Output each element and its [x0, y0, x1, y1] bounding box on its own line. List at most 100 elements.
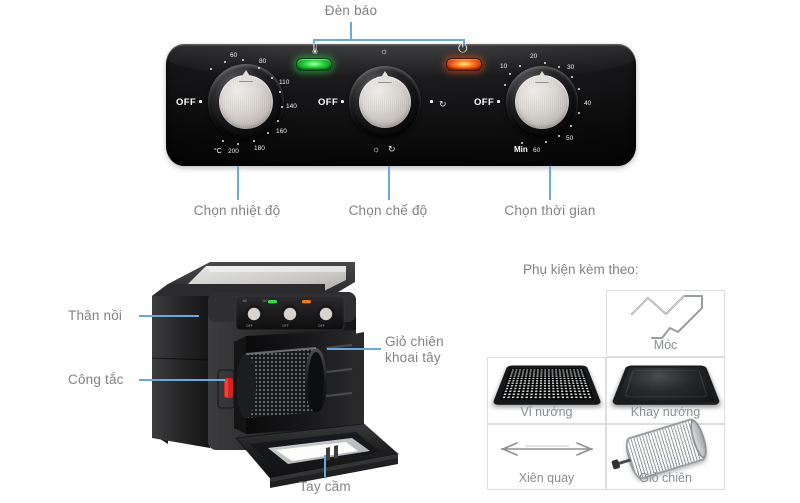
accessory-cell-grill-rack[interactable]: Vỉ nướng	[487, 357, 606, 424]
temperature-off-label: OFF	[176, 97, 197, 108]
fry-drum	[236, 347, 327, 418]
mode-off-dot	[341, 100, 344, 103]
temp-tick	[279, 91, 281, 93]
temperature-dial[interactable]	[208, 64, 284, 140]
temp-tick	[237, 143, 239, 145]
temp-tick	[267, 132, 269, 134]
timer-tick	[558, 135, 560, 137]
power-indicator	[446, 58, 482, 71]
callout-fry-basket-line1: Giỏ chiên	[385, 334, 444, 349]
accessory-cell-bake-tray[interactable]: Khay nướng	[606, 357, 725, 424]
accessory-label-hook: Móc	[653, 338, 678, 352]
temp-scale-60: 60	[230, 52, 238, 59]
accessories-section: Phụ kiện kèm theo: Móc Vỉ nướng	[487, 262, 725, 492]
indicator-callout-stem	[350, 22, 352, 40]
temperature-dial-cap	[219, 75, 273, 129]
timer-dial-cap	[515, 75, 569, 129]
timer-scale-50: 50	[566, 135, 574, 142]
timer-unit-label: Min	[514, 145, 528, 154]
callout-handle: Tay cầm	[299, 479, 351, 494]
callout-temperature: Chọn nhiệt độ	[193, 203, 281, 218]
accessory-label-fry-basket: Giỏ chiên	[639, 471, 692, 485]
temperature-off-dot	[199, 100, 202, 103]
timer-tick	[504, 84, 506, 86]
accessory-cell-skewer[interactable]: Xiên quay	[487, 424, 606, 490]
svg-text:OFF: OFF	[246, 324, 253, 328]
timer-scale-10: 10	[500, 63, 508, 70]
body-callout-line	[139, 315, 199, 317]
mode-right-dot	[430, 100, 433, 103]
skewer-icon	[500, 441, 593, 456]
timer-tick	[521, 142, 523, 144]
mode-dial[interactable]	[349, 66, 421, 138]
callout-indicator-lights: Đèn báo	[324, 3, 378, 18]
fry-basket-callout-line	[327, 348, 381, 350]
handle-callout-line	[324, 455, 326, 477]
svg-text:OFF: OFF	[318, 324, 325, 328]
fry-basket-art	[607, 416, 724, 481]
bake-tray-icon	[610, 365, 721, 405]
accessory-cell-fry-basket[interactable]: Giỏ chiên	[606, 416, 725, 490]
hook-art	[607, 294, 724, 339]
timer-scale-60: 60	[533, 147, 541, 154]
temp-tick	[258, 67, 260, 69]
accessories-title: Phụ kiện kèm theo:	[523, 262, 639, 277]
timer-tick	[544, 62, 546, 64]
timer-dial[interactable]	[506, 66, 578, 138]
bake-tray-art	[607, 361, 724, 405]
temperature-callout-line	[237, 166, 239, 200]
temperature-unit-label: °C	[214, 148, 222, 155]
air-fryer-oven-illustration: 60 110 OFF OFF OFF	[150, 248, 400, 498]
timer-tick	[578, 88, 580, 90]
callout-fry-basket: Giỏ chiên khoai tây	[385, 334, 444, 367]
timer-dial-pointer	[535, 71, 549, 82]
callout-mode: Chọn chế độ	[348, 203, 428, 218]
timer-tick	[571, 76, 573, 78]
mode-dial-pointer	[378, 71, 392, 82]
heating-indicator	[296, 58, 332, 71]
accessory-cell-hook[interactable]: Móc	[606, 290, 725, 357]
power-icon: ⏻	[458, 41, 468, 55]
temp-scale-200: 200	[228, 148, 239, 155]
skewer-art	[488, 428, 605, 469]
light-icon-top: ☼	[380, 46, 389, 56]
accessory-label-skewer: Xiên quay	[518, 471, 575, 485]
switch-callout-line	[139, 379, 225, 381]
rotisserie-icon-right: ↻	[439, 99, 447, 109]
callout-timer: Chọn thời gian	[504, 203, 596, 218]
svg-text:60: 60	[243, 299, 247, 303]
temp-tick	[271, 77, 273, 79]
mode-off-label: OFF	[318, 97, 339, 108]
temperature-dial-pointer	[239, 70, 253, 81]
grill-rack-icon	[491, 365, 602, 405]
timer-tick	[509, 73, 511, 75]
temp-tick	[277, 120, 279, 122]
temp-tick	[222, 140, 224, 142]
svg-text:110: 110	[262, 299, 268, 303]
hook-icon	[630, 295, 703, 339]
accessories-grid: Móc Vỉ nướng Khay nướng	[487, 290, 725, 490]
grill-rack-art	[488, 361, 605, 405]
mode-callout-line	[388, 166, 390, 200]
timer-tick	[570, 125, 572, 127]
light-icon-bottom: ☼	[372, 144, 381, 154]
callout-body: Thân nồi	[68, 308, 123, 323]
temp-scale-80: 80	[259, 58, 267, 65]
oven-svg: 60 110 OFF OFF OFF	[151, 262, 400, 488]
timer-callout-line	[549, 166, 551, 200]
callout-fry-basket-line2: khoai tây	[385, 350, 441, 366]
temp-tick	[253, 140, 255, 142]
accessory-label-bake-tray: Khay nướng	[630, 405, 701, 419]
temp-scale-180: 180	[254, 145, 265, 152]
rotisserie-icon-bottom: ↻	[388, 144, 396, 154]
temp-scale-160: 160	[276, 128, 287, 135]
fry-basket-stem	[616, 457, 631, 465]
temp-tick	[210, 68, 212, 70]
svg-text:OFF: OFF	[282, 324, 289, 328]
timer-off-label: OFF	[474, 97, 495, 108]
mode-dial-cap	[359, 76, 411, 128]
temp-tick	[224, 61, 226, 63]
accessory-label-grill-rack: Vỉ nướng	[520, 405, 573, 419]
temp-tick	[281, 106, 283, 108]
